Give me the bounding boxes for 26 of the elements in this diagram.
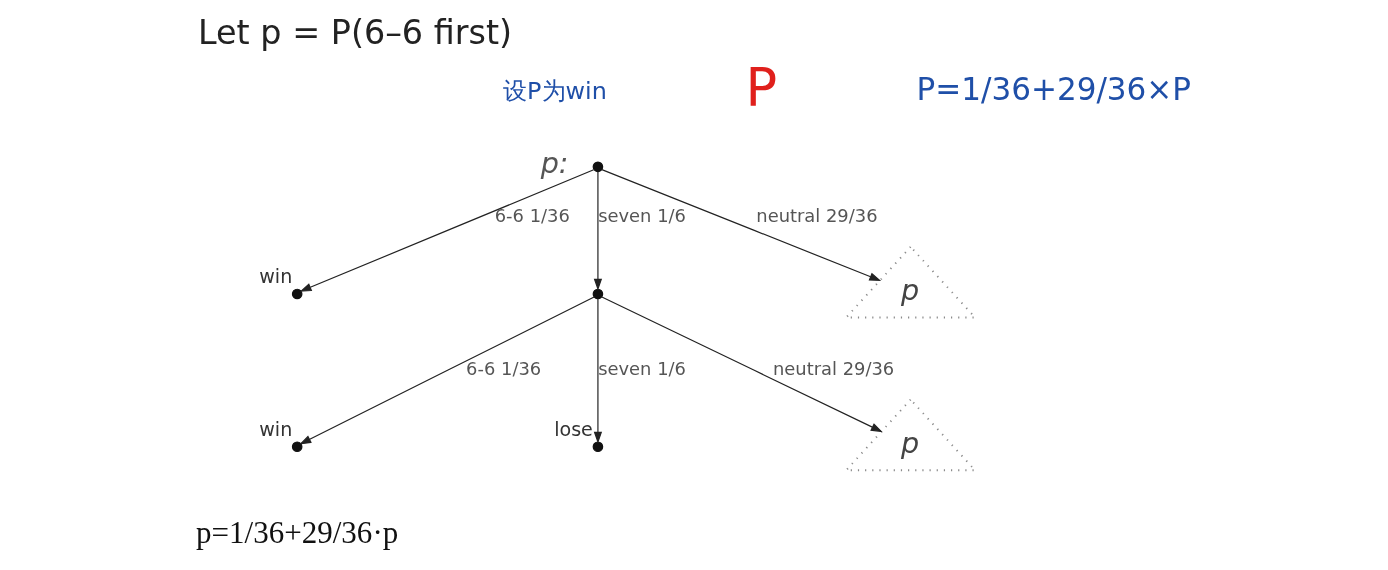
node-label: lose: [554, 417, 593, 441]
node-label: win: [259, 417, 293, 441]
node-circle: [592, 441, 604, 453]
arrow: [601, 169, 882, 282]
arrow: [593, 171, 603, 291]
arrow: [299, 169, 595, 292]
arrow: [601, 296, 883, 433]
edge-label: 6-6 1/36: [494, 204, 570, 226]
label: 设P为win: [503, 76, 607, 105]
edge-label: seven 1/6: [598, 357, 686, 379]
diagram-title: Let p = P(6–6 first): [198, 13, 513, 53]
node-label: win: [259, 265, 293, 289]
edge-label: neutral 29/36: [756, 204, 878, 226]
label: p:: [540, 146, 569, 181]
node-circle: [291, 441, 303, 453]
arrow: [299, 296, 595, 445]
edge-label: 6-6 1/36: [466, 357, 542, 379]
node-circle: [291, 288, 303, 300]
node-circle: [592, 161, 604, 173]
arrow: [593, 298, 603, 444]
label: p=1/36+29/36·p: [196, 514, 399, 550]
node-circle: [592, 288, 604, 300]
label: P: [745, 57, 778, 119]
label: P=1/36+29/36×P: [916, 71, 1192, 108]
edge-label: seven 1/6: [598, 204, 686, 226]
edge-label: neutral 29/36: [773, 357, 895, 379]
